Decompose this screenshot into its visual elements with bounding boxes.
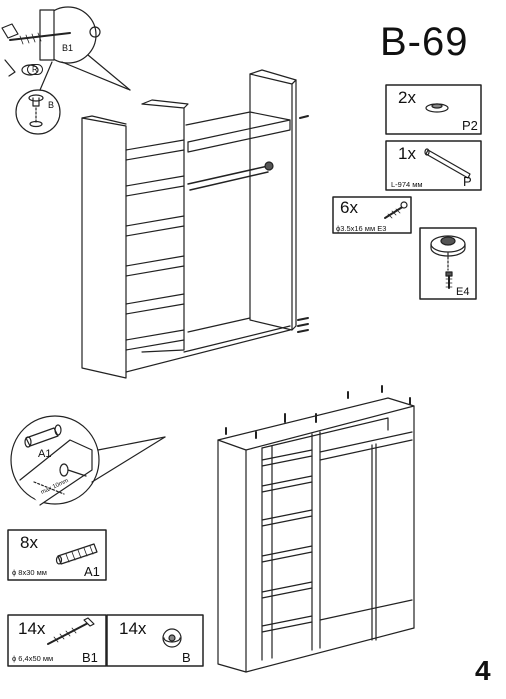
part-p-code: P bbox=[463, 174, 472, 189]
detail-a1-label: A1 bbox=[38, 448, 52, 460]
rail-rod-icon bbox=[424, 148, 471, 179]
model-title: B-69 bbox=[380, 20, 469, 64]
part-b-box bbox=[106, 614, 204, 667]
part-p2-box bbox=[385, 84, 482, 135]
part-p-box bbox=[385, 140, 482, 191]
p2-support-icon bbox=[425, 103, 449, 113]
page-number: 4 bbox=[475, 655, 491, 686]
part-b-code: B bbox=[182, 650, 191, 665]
screw-e4-icon bbox=[445, 271, 453, 289]
cam-b-detail-icon bbox=[15, 89, 61, 135]
part-b-qty: 14x bbox=[119, 619, 147, 638]
part-a1-code: A1 bbox=[84, 564, 100, 579]
detail-r-label: R bbox=[27, 64, 43, 75]
detail-top-hinge bbox=[1, 6, 131, 135]
dowel-icon bbox=[24, 424, 62, 448]
part-e4-box bbox=[419, 227, 477, 300]
screw-b1-part-icon bbox=[47, 617, 95, 645]
cabinet-top-exploded bbox=[81, 69, 309, 379]
rail-holder-icon bbox=[264, 161, 274, 171]
cam-b-icon bbox=[162, 628, 182, 648]
part-b1-code: B1 bbox=[82, 650, 98, 665]
screw-e3-icon bbox=[384, 201, 408, 219]
cam-fitting-icon bbox=[430, 235, 466, 271]
part-p-qty: 1x bbox=[398, 144, 416, 163]
part-b1-qty: 14x bbox=[18, 619, 46, 638]
part-e3-box bbox=[332, 196, 412, 234]
part-e4-code: E4 bbox=[456, 286, 470, 298]
part-e3-dim: ϕ3.5x16 мм E3 bbox=[336, 224, 387, 233]
part-p2-code: P2 bbox=[462, 118, 478, 133]
part-b1-box bbox=[7, 614, 107, 667]
part-a1-dim: ϕ 8x30 мм bbox=[12, 568, 47, 577]
part-b1-dim: ϕ 6,4x50 мм bbox=[12, 654, 54, 663]
detail-b-label: B bbox=[48, 100, 55, 110]
part-p2-qty: 2x bbox=[398, 88, 416, 107]
detail-dowel-a1 bbox=[10, 415, 166, 506]
part-a1-qty: 8x bbox=[20, 533, 38, 552]
part-e3-qty: 6x bbox=[340, 198, 358, 217]
cabinet-bottom-assembled bbox=[217, 385, 415, 673]
part-p-dim: L-974 мм bbox=[391, 180, 423, 189]
part-a1-box bbox=[7, 529, 107, 581]
detail-b1-label: B1 bbox=[62, 43, 74, 53]
screw-b1-icon bbox=[9, 32, 71, 45]
dowel-a1-icon bbox=[55, 543, 98, 565]
